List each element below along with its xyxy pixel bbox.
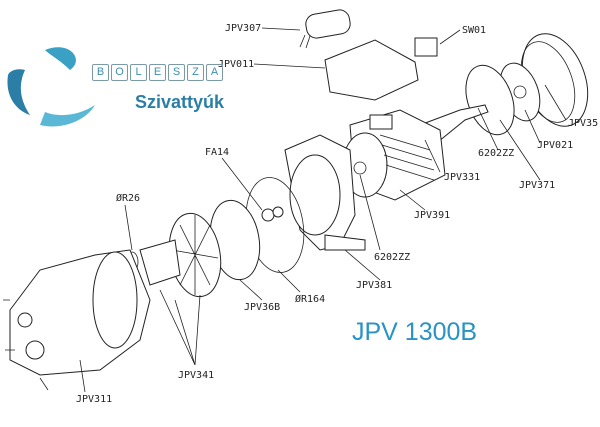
label-jpv391: JPV391 (414, 210, 450, 221)
label-jpv381: JPV381 (356, 280, 392, 291)
switch-part (414, 37, 438, 57)
logo-letter: A (206, 64, 223, 81)
motor-body-part (342, 109, 446, 201)
brand-logo-letters: B O L E S Z A (92, 64, 223, 81)
logo-letter: B (92, 64, 109, 81)
label-jpv307: JPV307 (225, 23, 261, 34)
label-jpv341: JPV341 (178, 370, 214, 381)
label-or26: ØR26 (116, 192, 140, 204)
model-title: JPV 1300B (352, 318, 478, 346)
end-shield-part (465, 64, 515, 136)
label-or164: ØR164 (295, 293, 325, 305)
label-jpv011: JPV011 (218, 59, 254, 70)
label-jpv311: JPV311 (76, 394, 112, 405)
venturi-part (139, 239, 181, 286)
terminal-cover-part (324, 39, 419, 101)
capacitor-part (299, 9, 351, 49)
leader-lines (79, 27, 567, 393)
label-jpv36b: JPV36B (244, 302, 280, 313)
logo-letter: Z (187, 64, 204, 81)
label-6202zz-bottom: 6202ZZ (374, 252, 410, 263)
pump-body-part (3, 249, 151, 391)
mechanical-seal-part (261, 206, 284, 222)
label-sw01: SW01 (462, 25, 486, 36)
label-6202zz-top: 6202ZZ (478, 148, 514, 159)
logo-letter: S (168, 64, 185, 81)
logo-letter: L (130, 64, 147, 81)
label-jpv371: JPV371 (519, 180, 555, 191)
label-jpv021: JPV021 (537, 140, 573, 151)
label-jpv331: JPV331 (444, 172, 480, 183)
label-fa14: FA14 (205, 147, 229, 158)
logo-letter: E (149, 64, 166, 81)
label-jpv35: JPV35 (568, 118, 598, 129)
logo-letter: O (111, 64, 128, 81)
brand-subtitle: Szivattyúk (135, 92, 225, 112)
logo-swirl-icon (7, 47, 95, 127)
